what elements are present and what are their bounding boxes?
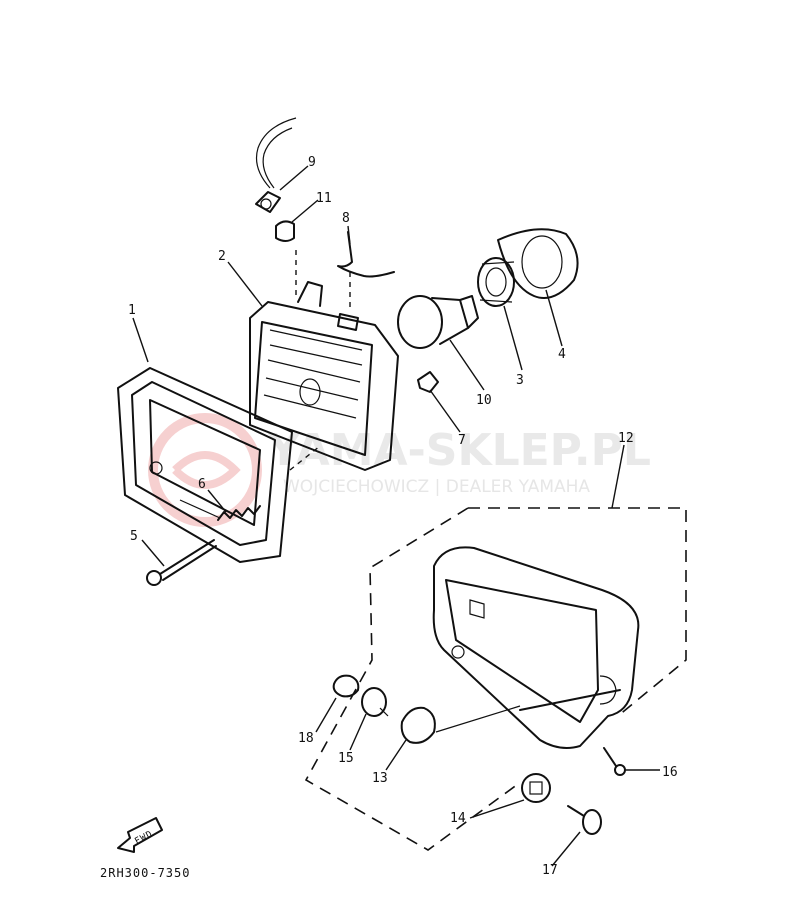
leader-lines	[132, 165, 660, 867]
mounting-screw	[567, 805, 602, 835]
bulb-cover	[497, 228, 579, 299]
bolt	[603, 747, 626, 776]
watermark-title: YAMA-SKLEP.PL	[267, 425, 651, 476]
bulb-socket	[477, 257, 515, 307]
damper	[361, 687, 389, 717]
callout-15: 15	[338, 751, 354, 766]
headlight-rim	[117, 367, 293, 563]
watermark-subtitle: WOJCIECHOWICZ | DEALER YAMAHA	[283, 477, 590, 497]
callout-4: 4	[558, 347, 566, 362]
diagram-code: 2RH300-7350	[100, 866, 190, 880]
part-plug	[275, 220, 295, 242]
part-clip	[417, 371, 439, 393]
callout-10: 10	[476, 393, 492, 408]
headlight-housing	[432, 546, 640, 749]
callout-8: 8	[342, 211, 350, 226]
callout-6: 6	[198, 477, 206, 492]
callout-14: 14	[450, 811, 466, 826]
callout-13: 13	[372, 771, 388, 786]
callout-11: 11	[316, 191, 332, 206]
housing-grommet	[400, 705, 521, 744]
callout-18: 18	[298, 731, 314, 746]
adjust-screw	[146, 539, 217, 586]
callout-2: 2	[218, 249, 226, 264]
adjust-spring	[217, 505, 261, 521]
headlight-bulb	[397, 295, 479, 349]
alignment-guides	[289, 250, 351, 471]
callout-16: 16	[662, 765, 678, 780]
watermark: YAMA-SKLEP.PL WOJCIECHOWICZ | DEALER YAM…	[148, 413, 651, 527]
collar	[332, 674, 360, 698]
fwd-arrow-icon: FWD	[117, 817, 163, 853]
callout-12: 12	[618, 431, 634, 446]
callout-3: 3	[516, 373, 524, 388]
callout-5: 5	[130, 529, 138, 544]
headlight-unit	[249, 281, 399, 471]
assembly-12-outline	[304, 507, 687, 851]
fwd-label: FWD	[133, 829, 155, 847]
callout-1: 1	[128, 303, 136, 318]
callout-labels: 1 2 3 4 5 6 7 8 9 10 11 12 13 14 15 16 1…	[128, 155, 678, 878]
callout-7: 7	[458, 433, 466, 448]
washer	[521, 773, 551, 803]
callout-9: 9	[308, 155, 316, 170]
spring-clip	[337, 231, 395, 278]
wire-connector	[255, 117, 297, 213]
callout-17: 17	[542, 863, 558, 878]
